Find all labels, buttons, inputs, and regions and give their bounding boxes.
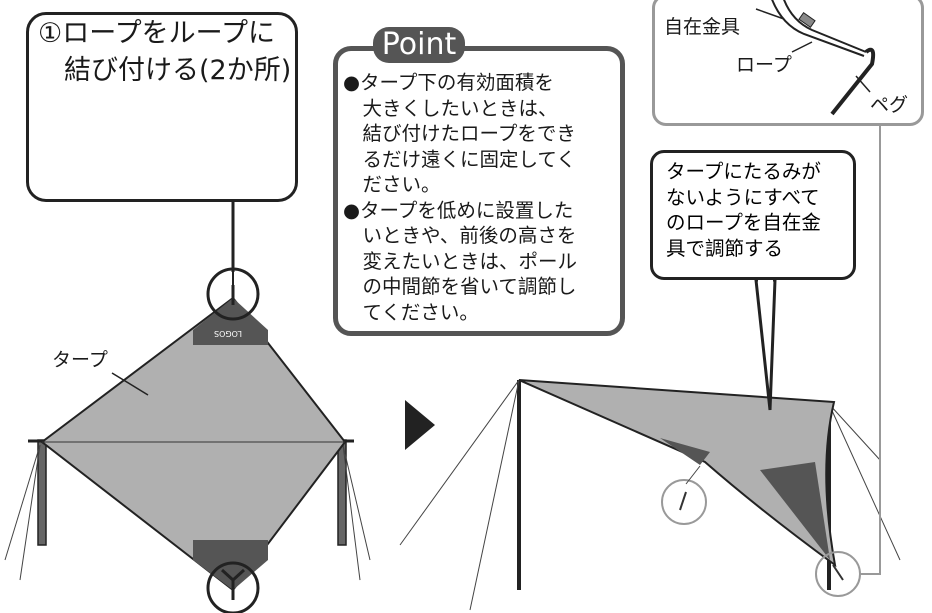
point-line: の中間節を省いて調節し [343, 275, 577, 298]
label-jizai: 自在金具 [664, 16, 741, 38]
point-line: ●タープを低めに設置した [343, 198, 574, 222]
label-tarp: タープ [52, 349, 108, 371]
callout-text: タープにたるみが ないようにすべて のロープを自在金 具で調節する [666, 159, 821, 261]
point-line: てください。 [343, 300, 479, 324]
point-line: るだけ遠くに固定してく [343, 147, 576, 171]
point-line: 結び付けたロープをでき [343, 122, 576, 145]
point-line: ●タープ下の有効面積を [343, 71, 554, 94]
point-line: 変えたいときは、ポール [343, 249, 578, 273]
step-title-line1: ①ロープをループに [38, 18, 275, 49]
callout-line: ないようにすべて [666, 185, 820, 209]
tarp-diamond-left [4, 267, 371, 613]
callout-line: 具で調節する [666, 236, 784, 260]
callout-box [650, 150, 856, 280]
point-line: 大きくしたいときは、 [343, 96, 558, 120]
point-line: いときや、前後の高さを [343, 224, 577, 247]
point-line: ださい。 [343, 173, 441, 196]
peg-detail-box [652, 0, 924, 126]
step-box [26, 12, 298, 202]
callout-line: タープにたるみが [666, 160, 821, 183]
callout-line: のロープを自在金 [666, 211, 821, 234]
logo-mark: LOGOS [214, 329, 243, 338]
step-title-line2: 結び付ける(2か所) [64, 55, 292, 86]
point-title: Point [373, 27, 465, 63]
label-rope: ロープ [736, 54, 792, 76]
peg-detail-illustration [755, 0, 876, 116]
point-box [333, 46, 625, 336]
point-text: ●タープ下の有効面積を 大きくしたいときは、 結び付けたロープをでき るだけ遠く… [343, 70, 577, 325]
next-step-arrow [405, 400, 435, 450]
label-peg: ペグ [870, 94, 909, 116]
tarp-perspective-right [399, 126, 901, 611]
